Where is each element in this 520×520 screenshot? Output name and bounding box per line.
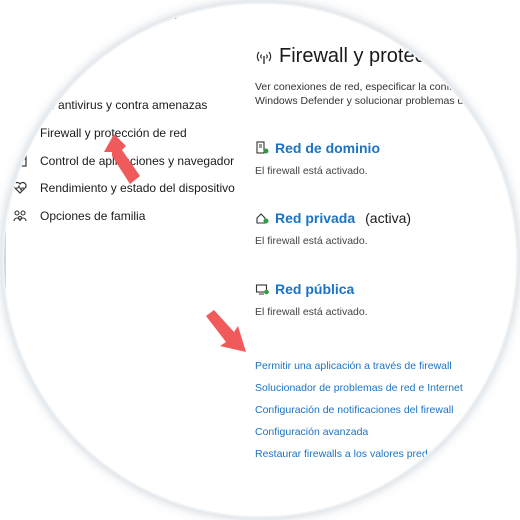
sidebar-item-device-health[interactable]: Rendimiento y estado del dispositivo	[12, 177, 235, 199]
annotation-arrow-links	[206, 310, 246, 352]
page-title: Firewall y protec	[279, 45, 425, 67]
link-restore-defaults[interactable]: Restaurar firewalls a los valores prede	[255, 448, 434, 460]
network-active-badge: (activa)	[365, 210, 412, 226]
annotation-arrow-sidebar	[104, 134, 140, 184]
sidebar-item-label: Control de aplicaciones y navegador	[40, 154, 235, 168]
app-title: ender	[150, 10, 179, 22]
sidebar-item-app-control[interactable]: Control de aplicaciones y navegador	[12, 150, 234, 172]
network-name[interactable]: Red de dominio	[275, 140, 380, 156]
family-icon	[12, 208, 28, 224]
antenna-icon	[255, 48, 273, 66]
window-left-edge	[4, 4, 6, 516]
network-domain[interactable]: Red de dominio	[255, 140, 380, 156]
app-browser-icon	[12, 153, 28, 169]
private-network-icon	[255, 211, 269, 225]
sidebar-item-label: Firewall y protección de red	[40, 126, 187, 140]
network-private[interactable]: Red privada (activa)	[255, 210, 411, 226]
sidebar-item-label: Rendimiento y estado del dispositivo	[40, 181, 235, 195]
domain-network-icon	[255, 141, 269, 155]
sidebar-item-firewall[interactable]: Firewall y protección de red	[14, 122, 187, 144]
page-header: Firewall y protec	[255, 45, 425, 68]
description-line: Windows Defender y solucionar problemas …	[255, 95, 464, 107]
sidebar-item-family[interactable]: Opciones de familia	[12, 205, 145, 227]
magnifier-lens: ender ección antivirus y contra amenazas…	[4, 4, 516, 516]
link-notification-settings[interactable]: Configuración de notificaciones del fire…	[255, 404, 454, 416]
heart-icon	[12, 180, 28, 196]
title-bar: ender	[4, 4, 516, 40]
sidebar-item-virus-protection[interactable]: ección antivirus y contra amenazas	[20, 94, 207, 116]
network-name[interactable]: Red pública	[275, 281, 355, 297]
wifi-icon	[14, 125, 30, 141]
link-advanced-settings[interactable]: Configuración avanzada	[255, 426, 369, 438]
network-status: El firewall está activado.	[255, 165, 368, 177]
link-allow-app[interactable]: Permitir una aplicación a través de fire…	[255, 360, 452, 372]
page-description: Ver conexiones de red, especificar la co…	[255, 80, 515, 108]
network-public[interactable]: Red pública	[255, 281, 354, 297]
public-network-icon	[255, 282, 269, 296]
network-status: El firewall está activado.	[255, 306, 368, 318]
sidebar-item-label: ección antivirus y contra amenazas	[20, 98, 208, 112]
security-window: ender ección antivirus y contra amenazas…	[4, 4, 516, 516]
network-name[interactable]: Red privada	[275, 210, 356, 226]
network-status: El firewall está activado.	[255, 235, 368, 247]
link-troubleshooter[interactable]: Solucionador de problemas de red e Inter…	[255, 382, 463, 394]
description-line: Ver conexiones de red, especificar la co…	[255, 81, 452, 93]
sidebar-item-label: Opciones de familia	[40, 209, 146, 223]
